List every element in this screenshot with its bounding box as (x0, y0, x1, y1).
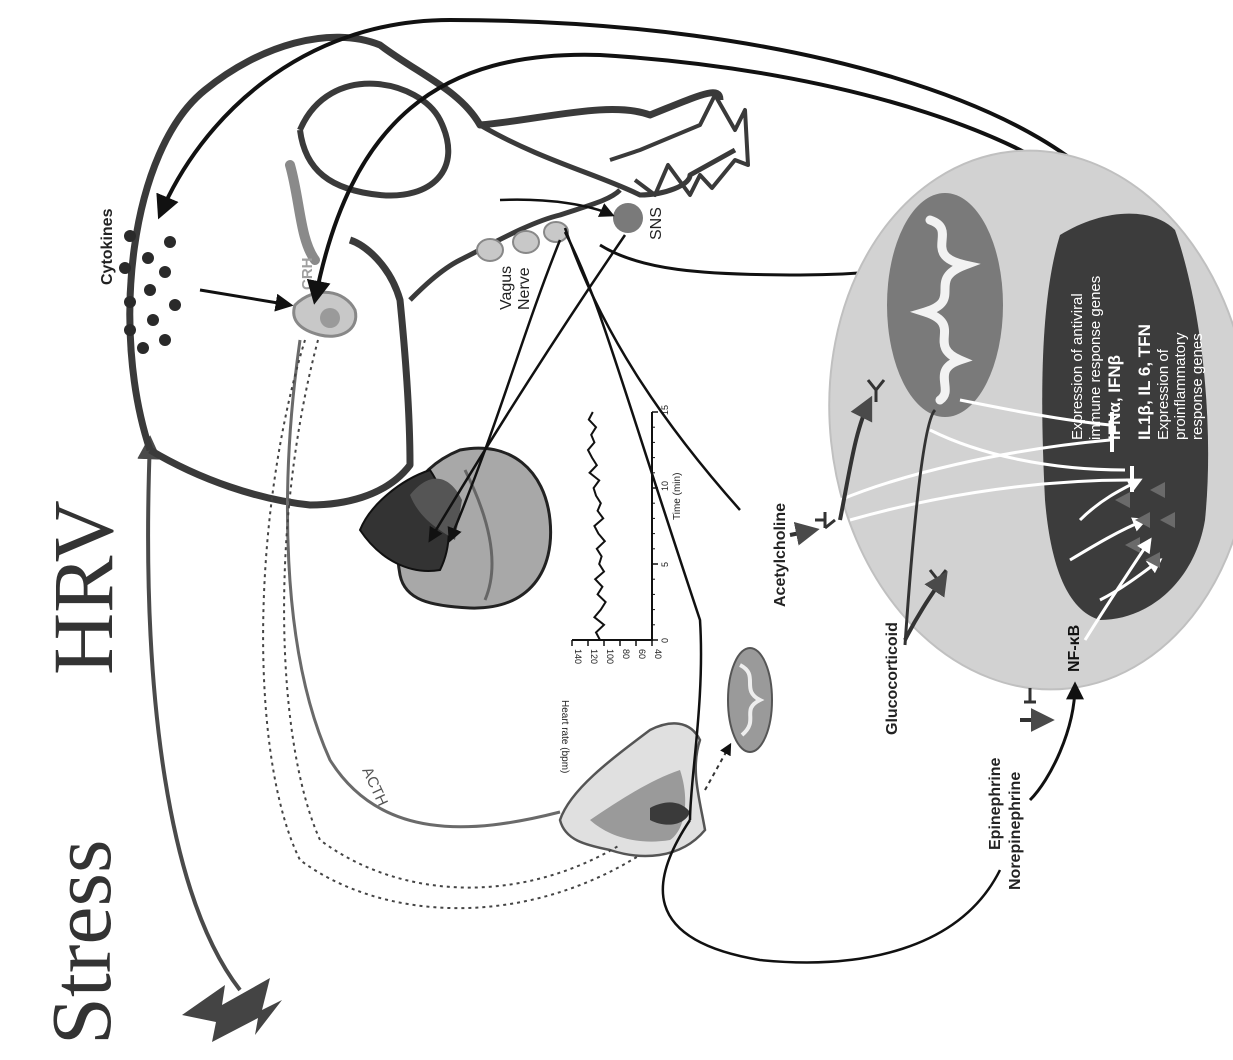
stress-title: Stress (33, 840, 129, 1045)
hr-xtick-label: 10 (660, 481, 670, 491)
nerve-label: Nerve (516, 267, 533, 310)
hr-ytick-label: 100 (605, 649, 615, 664)
glucocorticoid-label: Glucocorticoid (884, 622, 901, 735)
epinephrine-label: Epinephrine (987, 757, 1004, 850)
hr-xtick-label: 5 (660, 562, 670, 567)
hr-ytick-label: 120 (589, 649, 599, 664)
hypothalamus (290, 165, 315, 260)
antiviral-line-2: immune response genes (1087, 276, 1104, 440)
hr-axis-lines (572, 412, 652, 640)
epi-to-nfkb-arrow (1030, 685, 1075, 800)
stress-to-brain-arrow (148, 440, 240, 990)
antiviral-line-1: Expression of antiviral (1069, 293, 1086, 440)
sns-node (613, 203, 643, 233)
proinflam-genes: IL1β, IL 6, TFN (1135, 324, 1154, 440)
hr-ytick-label: 60 (637, 649, 647, 659)
hr-ylabel: Heart rate (bpm) (559, 700, 570, 773)
hr-ytick-label: 80 (621, 649, 631, 659)
hr-xtick-label: 0 (660, 638, 670, 643)
proinflam-line-3: response genes (1189, 333, 1206, 440)
crh-label: CRH (299, 258, 316, 291)
hr-ytick-label: 140 (573, 649, 583, 664)
hr-chart-axes (572, 412, 652, 640)
antiviral-genes: IFNα, IFNβ (1105, 355, 1124, 440)
brain-outline (130, 37, 735, 505)
lightning-icon (182, 978, 282, 1042)
norepinephrine-label: Norepinephrine (1007, 772, 1024, 890)
hr-xlabel: Time (min) (672, 473, 683, 520)
proinflam-line-2: proinflammatory (1172, 332, 1189, 440)
nfkb-label: NF-κB (1066, 625, 1083, 672)
adrenal-to-mito-arrow (705, 745, 730, 790)
acth-label: ACTH (358, 765, 391, 809)
cytokines-label: Cytokines (99, 208, 116, 285)
hr-ytick-label: 40 (653, 649, 663, 659)
cytokines-to-crh-arrow (200, 290, 290, 305)
pituitary-core (320, 308, 340, 328)
vagus-label: Vagus (498, 266, 515, 310)
adrenal-gland (560, 723, 705, 856)
acetylcholine-label: Acetylcholine (772, 503, 789, 607)
proinflam-line-1: Expression of (1155, 348, 1172, 440)
mitochondrion-large (887, 193, 1003, 417)
mitochondrion-small (728, 648, 772, 752)
hr-series-line (588, 412, 606, 640)
sns-label: SNS (648, 207, 665, 240)
hrv-title: HRV (35, 500, 131, 675)
